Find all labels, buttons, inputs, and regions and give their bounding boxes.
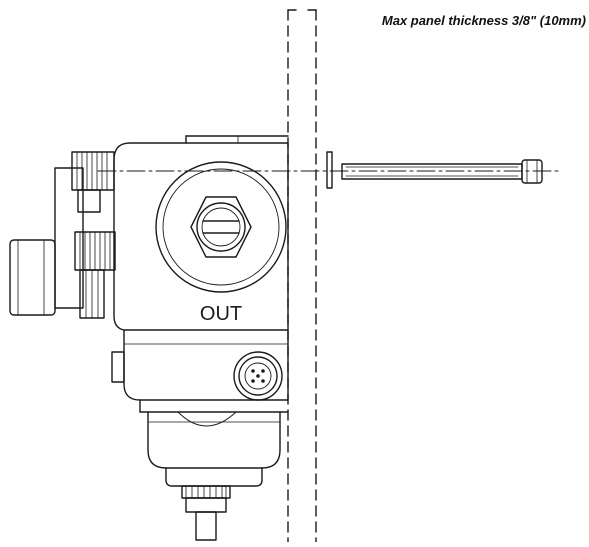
panel-outline	[287, 9, 317, 543]
left-knob-assembly	[9, 151, 116, 319]
electrical-connector	[233, 351, 283, 401]
regulator-body	[111, 135, 289, 413]
bottom-bowl	[147, 411, 281, 487]
drain-fitting	[181, 485, 231, 541]
mounting-bolt	[326, 151, 543, 189]
outlet-port: OUT	[155, 161, 287, 325]
out-label: OUT	[200, 303, 242, 325]
panel-thickness-note: Max panel thickness 3/8" (10mm)	[381, 13, 586, 28]
